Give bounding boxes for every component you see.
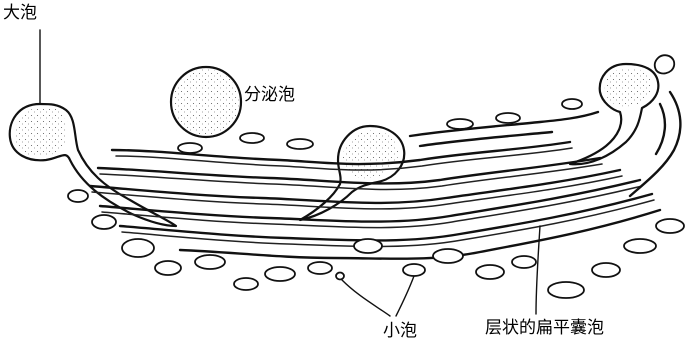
label-flattened-cisternae: 层状的扁平囊泡 bbox=[485, 318, 604, 338]
large-vacuole-left bbox=[8, 102, 178, 228]
label-secretory-vesicle: 分泌泡 bbox=[244, 85, 295, 105]
label-small-vesicle: 小泡 bbox=[383, 321, 417, 341]
budding-vesicle-middle bbox=[298, 124, 406, 222]
cisternae-stack bbox=[88, 90, 682, 260]
label-large-vacuole: 大泡 bbox=[3, 3, 37, 23]
small-vesicles bbox=[67, 98, 685, 299]
leader-lines bbox=[39, 29, 541, 317]
large-vacuole-right bbox=[568, 54, 676, 166]
secretory-vesicle-free bbox=[169, 65, 243, 139]
